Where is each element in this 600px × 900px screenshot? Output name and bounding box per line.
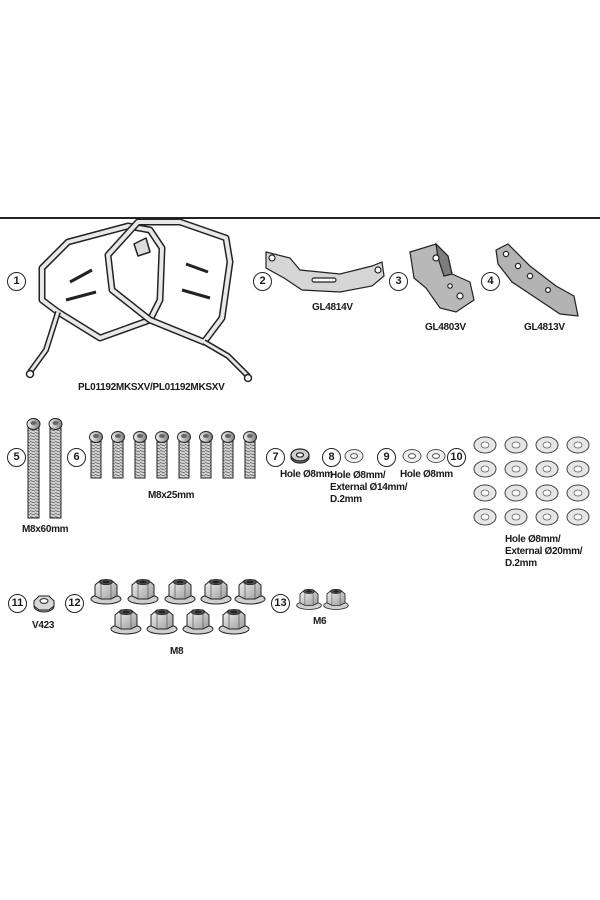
flange-nuts-m8: [90, 578, 266, 635]
label-item-9: Hole Ø8mm: [400, 469, 453, 480]
bolts-m8x25: [89, 431, 257, 479]
item-number-11: 11: [8, 594, 27, 613]
label-item-8: Hole Ø8mm/ External Ø14mm/ D.2mm: [330, 470, 408, 505]
washer-14mm: [344, 449, 364, 463]
item-number-9: 9: [377, 448, 396, 467]
label-item-2: GL4814V: [312, 302, 353, 313]
item-number-7: 7: [266, 448, 285, 467]
bracket-gl4813v: [495, 243, 579, 317]
item-number-10: 10: [447, 448, 466, 467]
label-item-5: M8x60mm: [22, 524, 69, 535]
item-number-3: 3: [389, 272, 408, 291]
label-item-10: Hole Ø8mm/ External Ø20mm/ D.2mm: [505, 534, 583, 569]
item-number-6: 6: [67, 448, 86, 467]
washers-8mm: [402, 449, 446, 463]
label-item-11: V423: [32, 620, 55, 631]
washers-20mm: [473, 436, 590, 526]
thin-nut-v423: [33, 595, 55, 613]
item-number-8: 8: [322, 448, 341, 467]
label-item-13: M6: [313, 616, 327, 627]
label-item-7: Hole Ø8mm: [280, 469, 333, 480]
bolts-m8x60: [26, 418, 63, 519]
label-item-6: M8x25mm: [148, 490, 195, 501]
label-item-3: GL4803V: [425, 322, 466, 333]
item-number-12: 12: [65, 594, 84, 613]
item-number-1: 1: [7, 272, 26, 291]
label-item-4: GL4813V: [524, 322, 565, 333]
item-number-13: 13: [271, 594, 290, 613]
flange-nuts-m6: [296, 588, 349, 610]
item-number-5: 5: [7, 448, 26, 467]
bracket-gl4814v: [265, 251, 385, 293]
spring-washer: [290, 448, 310, 464]
bracket-gl4803v: [409, 242, 475, 313]
top-divider-line: [0, 217, 600, 219]
label-item-12: M8: [170, 646, 184, 657]
side-carrier-frames: [25, 218, 253, 383]
item-number-2: 2: [253, 272, 272, 291]
label-item-1: PL01192MKSXV/PL01192MKSXV: [78, 382, 225, 393]
item-number-4: 4: [481, 272, 500, 291]
